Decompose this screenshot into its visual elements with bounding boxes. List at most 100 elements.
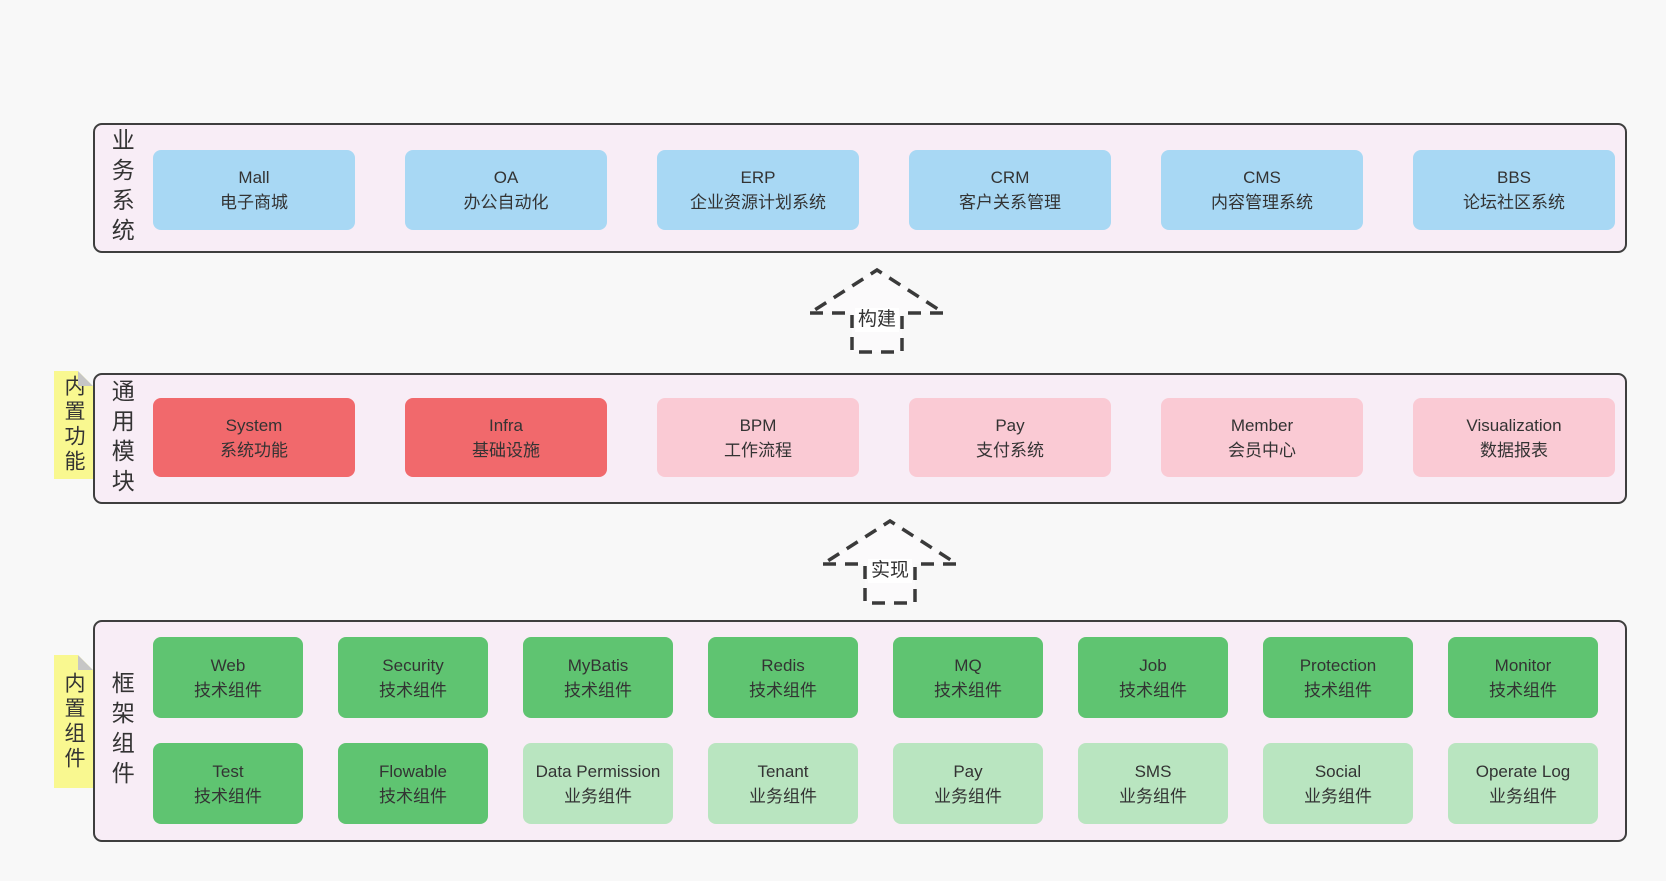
- box-pay: Pay 支付系统: [909, 398, 1111, 477]
- framework-components-row-2: Test 技术组件 Flowable 技术组件 Data Permission …: [153, 743, 1598, 824]
- box-web: Web 技术组件: [153, 637, 303, 718]
- box-desc: 技术组件: [1304, 680, 1372, 700]
- box-desc: 技术组件: [1119, 680, 1187, 700]
- common-modules-row: System 系统功能 Infra 基础设施 BPM 工作流程 Pay 支付系统…: [153, 398, 1615, 477]
- box-member: Member 会员中心: [1161, 398, 1363, 477]
- box-name: Tenant: [757, 761, 809, 781]
- box-desc: 业务组件: [934, 786, 1002, 806]
- box-name: BBS: [1496, 168, 1532, 187]
- box-name: Redis: [761, 655, 805, 675]
- box-name: Pay: [995, 415, 1025, 435]
- box-erp: ERP 企业资源计划系统: [657, 150, 859, 230]
- box-name: Protection: [1299, 655, 1377, 675]
- box-job: Job 技术组件: [1078, 637, 1228, 718]
- box-pay-business: Pay 业务组件: [893, 743, 1043, 824]
- build-arrow: 构建: [804, 264, 950, 356]
- box-desc: 企业资源计划系统: [690, 193, 826, 212]
- box-visualization: Visualization 数据报表: [1413, 398, 1615, 477]
- box-redis: Redis 技术组件: [708, 637, 858, 718]
- box-desc: 技术组件: [564, 680, 632, 700]
- box-desc: 工作流程: [724, 440, 792, 460]
- box-desc: 技术组件: [194, 680, 262, 700]
- framework-components-row-1: Web 技术组件 Security 技术组件 MyBatis 技术组件 Redi…: [153, 637, 1598, 718]
- box-protection: Protection 技术组件: [1263, 637, 1413, 718]
- box-test: Test 技术组件: [153, 743, 303, 824]
- box-security: Security 技术组件: [338, 637, 488, 718]
- section-framework-components: 框架组件 Web 技术组件 Security 技术组件 MyBatis 技术组件…: [93, 620, 1627, 842]
- box-desc: 支付系统: [976, 440, 1044, 460]
- sticky-note-built-in-features: 内置功能: [54, 371, 93, 479]
- box-desc: 电子商城: [220, 193, 288, 212]
- box-name: Monitor: [1494, 655, 1552, 675]
- framework-components-label: 框架组件: [108, 671, 135, 791]
- box-name: Operate Log: [1475, 761, 1571, 781]
- box-desc: 内容管理系统: [1211, 193, 1313, 212]
- box-monitor: Monitor 技术组件: [1448, 637, 1598, 718]
- box-name: ERP: [740, 168, 776, 187]
- box-name: Data Permission: [535, 761, 661, 781]
- box-operate-log: Operate Log 业务组件: [1448, 743, 1598, 824]
- box-name: Test: [212, 761, 244, 781]
- box-desc: 客户关系管理: [959, 193, 1061, 212]
- note-fold-icon: [78, 655, 93, 670]
- box-name: Web: [210, 655, 246, 675]
- sticky-note-built-in-components: 内置组件: [54, 655, 93, 788]
- box-desc: 技术组件: [934, 680, 1002, 700]
- box-social: Social 业务组件: [1263, 743, 1413, 824]
- box-name: Flowable: [378, 761, 448, 781]
- box-name: BPM: [739, 415, 777, 435]
- box-name: Social: [1314, 761, 1362, 781]
- box-mall: Mall 电子商城: [153, 150, 355, 230]
- box-name: Mall: [238, 168, 270, 187]
- box-desc: 业务组件: [1489, 786, 1557, 806]
- box-desc: 业务组件: [749, 786, 817, 806]
- box-name: OA: [493, 168, 519, 187]
- box-name: MyBatis: [567, 655, 629, 675]
- sticky-note-text: 内置组件: [62, 671, 85, 772]
- box-desc: 技术组件: [379, 680, 447, 700]
- box-data-permission: Data Permission 业务组件: [523, 743, 673, 824]
- sticky-note-text: 内置功能: [62, 375, 85, 475]
- box-mybatis: MyBatis 技术组件: [523, 637, 673, 718]
- box-desc: 数据报表: [1480, 440, 1548, 460]
- implement-arrow-label: 实现: [867, 559, 913, 583]
- box-name: Visualization: [1466, 415, 1562, 435]
- box-infra: Infra 基础设施: [405, 398, 607, 477]
- box-bbs: BBS 论坛社区系统: [1413, 150, 1615, 230]
- note-fold-icon: [78, 371, 93, 386]
- common-modules-label: 通用模块: [108, 378, 135, 499]
- box-tenant: Tenant 业务组件: [708, 743, 858, 824]
- box-desc: 基础设施: [472, 440, 540, 460]
- box-name: Infra: [488, 415, 524, 435]
- box-name: System: [225, 415, 283, 435]
- box-cms: CMS 内容管理系统: [1161, 150, 1363, 230]
- box-name: Member: [1230, 415, 1294, 435]
- section-common-modules: 通用模块 System 系统功能 Infra 基础设施 BPM 工作流程 Pay…: [93, 373, 1627, 504]
- box-mq: MQ 技术组件: [893, 637, 1043, 718]
- box-desc: 业务组件: [564, 786, 632, 806]
- box-desc: 业务组件: [1119, 786, 1187, 806]
- business-systems-label: 业务系统: [108, 128, 135, 248]
- box-desc: 技术组件: [194, 786, 262, 806]
- box-crm: CRM 客户关系管理: [909, 150, 1111, 230]
- section-business-systems: 业务系统 Mall 电子商城 OA 办公自动化 ERP 企业资源计划系统 CRM…: [93, 123, 1627, 253]
- box-desc: 技术组件: [1489, 680, 1557, 700]
- box-name: SMS: [1134, 761, 1172, 781]
- box-desc: 办公自动化: [463, 193, 549, 212]
- box-name: MQ: [954, 655, 982, 675]
- box-desc: 系统功能: [220, 440, 288, 460]
- box-system: System 系统功能: [153, 398, 355, 477]
- box-desc: 技术组件: [749, 680, 817, 700]
- box-name: CMS: [1243, 168, 1281, 187]
- build-arrow-label: 构建: [854, 308, 900, 332]
- box-oa: OA 办公自动化: [405, 150, 607, 230]
- box-desc: 业务组件: [1304, 786, 1372, 806]
- box-name: Job: [1139, 655, 1167, 675]
- box-sms: SMS 业务组件: [1078, 743, 1228, 824]
- box-name: Pay: [953, 761, 983, 781]
- business-systems-row: Mall 电子商城 OA 办公自动化 ERP 企业资源计划系统 CRM 客户关系…: [153, 150, 1615, 230]
- box-bpm: BPM 工作流程: [657, 398, 859, 477]
- box-desc: 会员中心: [1228, 440, 1296, 460]
- box-desc: 技术组件: [379, 786, 447, 806]
